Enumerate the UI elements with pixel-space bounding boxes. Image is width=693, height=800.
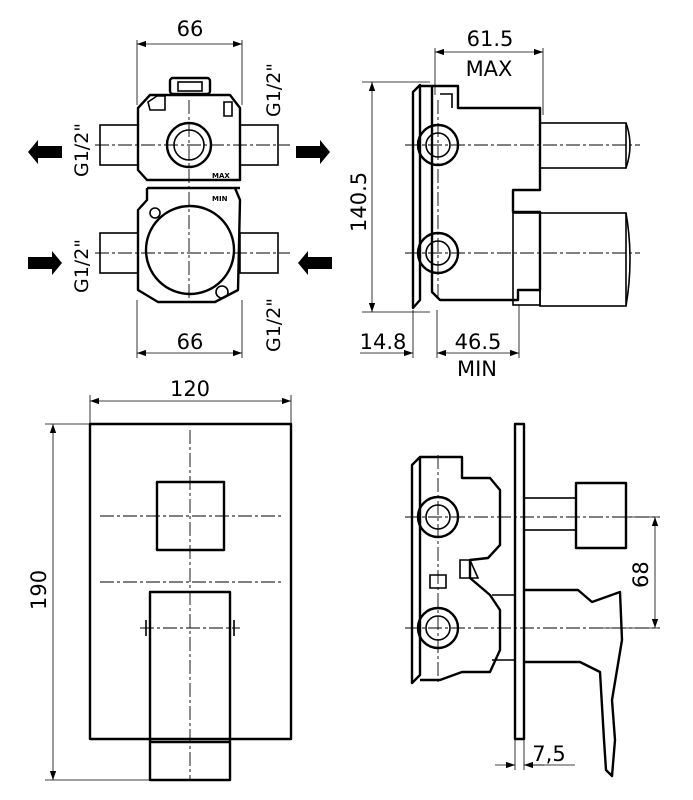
mark-min: MIN [212, 195, 228, 203]
label-min: MIN [457, 357, 497, 381]
dim-height: 140.5 [347, 172, 371, 232]
mark-max: MAX [212, 172, 230, 180]
dim-width-top: 66 [177, 17, 204, 41]
dim-plate-height: 190 [27, 570, 51, 610]
plate-front-view: 120 190 [27, 377, 293, 782]
dim-depth-min: 46.5 [455, 330, 502, 354]
thread-label-top-left: G1/2" [71, 123, 93, 177]
dim-plate-width: 120 [170, 377, 210, 401]
valve-front-view: 66 66 MAX MIN [28, 17, 332, 358]
dim-handle-spacing: 68 [629, 561, 653, 588]
inlet-arrow-right-icon [296, 140, 330, 164]
outlet-arrow-right-icon [298, 251, 332, 275]
valve-side-view: 61.5 MAX 140.5 14.8 46.5 MIN [347, 27, 640, 381]
thread-label-top-right: G1/2" [263, 63, 285, 117]
label-max: MAX [466, 57, 513, 81]
inlet-arrow-left-icon [28, 251, 62, 275]
outlet-arrow-left-icon [28, 140, 62, 164]
thread-label-bottom-right: G1/2" [263, 298, 285, 352]
dim-width-bottom: 66 [177, 330, 204, 354]
dim-depth-max: 61.5 [467, 27, 514, 51]
assembly-side-view: 68 7,5 [405, 422, 660, 778]
dim-offset: 14.8 [360, 330, 407, 354]
dim-plate-thickness: 7,5 [532, 742, 565, 766]
thread-label-bottom-left: G1/2" [71, 239, 93, 293]
